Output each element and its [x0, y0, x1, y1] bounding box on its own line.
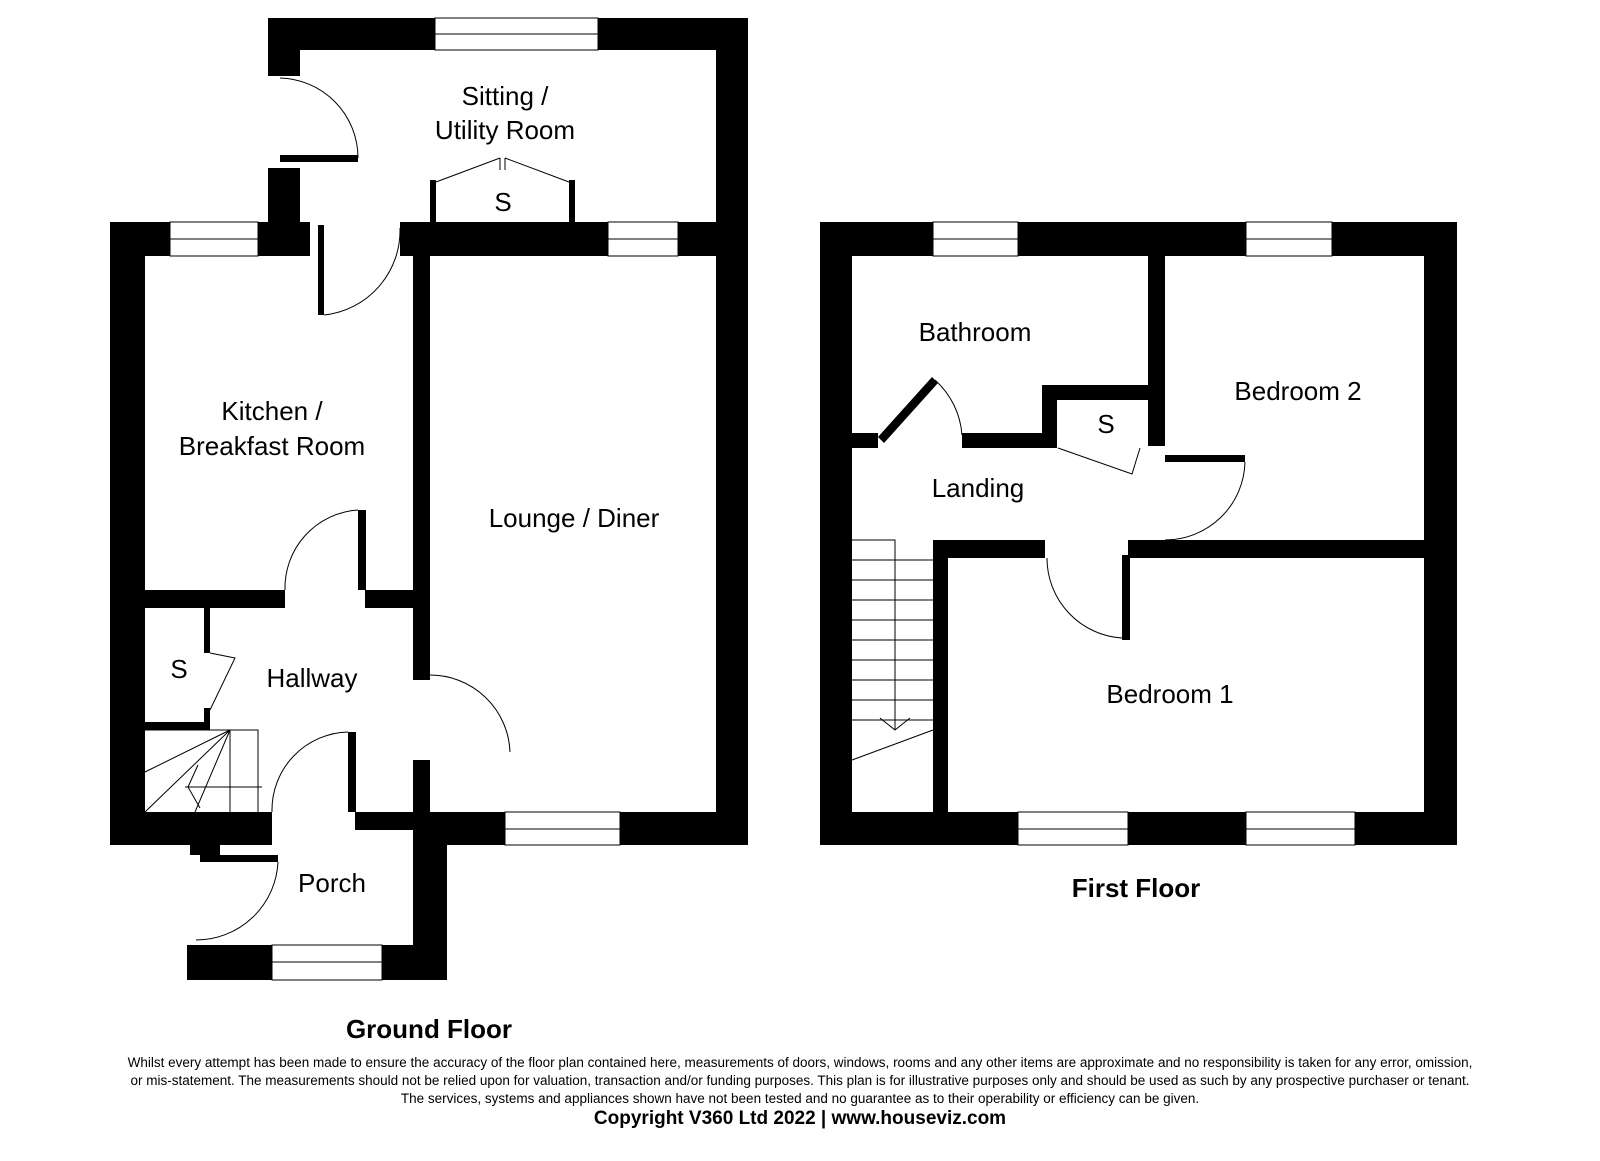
- door-leaf: [200, 855, 278, 862]
- stairs: [144, 729, 262, 813]
- copyright: Copyright V360 Ltd 2022 | www.houseviz.c…: [593, 1108, 1007, 1129]
- door-leaf: [318, 225, 324, 315]
- door-leaf: [1165, 455, 1245, 462]
- disclaimer: Whilst every attempt has been made to en…: [0, 1054, 1600, 1108]
- room-label-sitting: Sitting /: [462, 81, 549, 111]
- room-label-lounge: Lounge / Diner: [489, 503, 660, 533]
- door-leaf: [280, 155, 358, 162]
- room-label-utility: Utility Room: [435, 115, 575, 145]
- room-label-porch: Porch: [298, 868, 366, 898]
- door-leaf: [358, 510, 366, 590]
- first-floor-plan: Bathroom Bedroom 2 S Landing Bedroom 1 F…: [820, 221, 1457, 903]
- door-leaf: [878, 377, 938, 443]
- room-label-bedroom-2: Bedroom 2: [1234, 376, 1361, 406]
- wall: [110, 222, 145, 845]
- store-label: S: [170, 654, 187, 684]
- disclaimer-line: Whilst every attempt has been made to en…: [127, 1055, 1473, 1070]
- wall: [268, 168, 300, 225]
- ground-floor-title: Ground Floor: [346, 1014, 512, 1044]
- room-label-breakfast: Breakfast Room: [179, 431, 365, 461]
- first-floor-title: First Floor: [1072, 873, 1201, 903]
- room-label-bedroom-1: Bedroom 1: [1106, 679, 1233, 709]
- room-label-bathroom: Bathroom: [919, 317, 1032, 347]
- room-label-hallway: Hallway: [266, 663, 357, 693]
- wall: [413, 256, 430, 680]
- disclaimer-line: The services, systems and appliances sho…: [400, 1091, 1200, 1106]
- store-label: S: [494, 187, 511, 217]
- door-leaf: [1122, 555, 1130, 640]
- wall: [400, 222, 748, 256]
- disclaimer-line: or mis-statement. The measurements shoul…: [130, 1073, 1470, 1088]
- ground-floor-plan: Sitting / Utility Room S Kitchen / Break…: [110, 17, 748, 1044]
- room-label-landing: Landing: [932, 473, 1025, 503]
- wall: [716, 18, 748, 845]
- store-label: S: [1097, 409, 1114, 439]
- stairs: [851, 539, 934, 761]
- door-leaf: [348, 732, 356, 812]
- wall: [268, 18, 300, 76]
- room-label-kitchen: Kitchen /: [221, 396, 323, 426]
